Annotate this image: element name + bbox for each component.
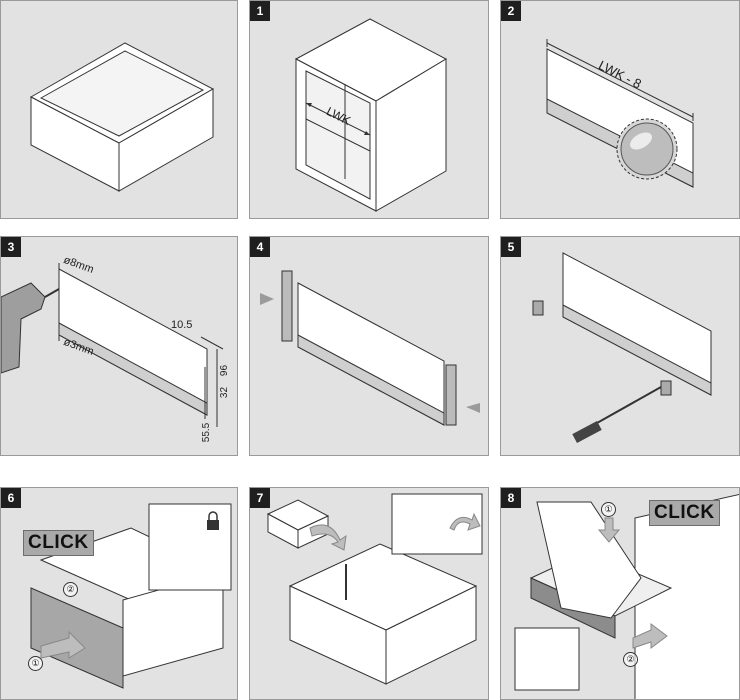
- step-badge: 3: [1, 237, 21, 257]
- step-badge: 2: [501, 1, 521, 21]
- arrow-icon: [597, 517, 668, 649]
- step-0-panel: [0, 0, 238, 219]
- dimension-55-5-label: 55.5: [201, 422, 213, 443]
- rail-cutting-illustration: [546, 39, 694, 188]
- click-label: CLICK: [649, 500, 720, 526]
- saw-blade-icon: [616, 118, 678, 180]
- step-marker-1: ①: [601, 502, 616, 517]
- arrow-icon: [260, 293, 480, 413]
- drilling-illustration: [1, 263, 224, 427]
- step-badge: 4: [250, 237, 270, 257]
- step-badge: 6: [1, 488, 21, 508]
- dimension-10-5-label: 10.5: [171, 319, 193, 331]
- arrow-icon: [309, 512, 481, 551]
- step-marker-2: ②: [63, 582, 78, 597]
- step-badge: 5: [501, 237, 521, 257]
- step-badge: 8: [501, 488, 521, 508]
- step-1-panel: 1 LWK: [249, 0, 489, 219]
- screwdriver-icon: [572, 386, 662, 443]
- step-badge: 7: [250, 488, 270, 508]
- insert-drawer-illustration: [266, 493, 483, 685]
- click-label: CLICK: [23, 530, 94, 556]
- step-7-panel: 7: [249, 487, 489, 700]
- arrow-icon: [40, 630, 86, 659]
- assembled-drawer-illustration: [29, 42, 215, 192]
- mount-drawer-illustration: [514, 493, 739, 699]
- step-3-panel: 3 ø8mm ø3mm 10.5 32 96 55.5: [0, 236, 238, 456]
- drill-icon: [1, 282, 60, 374]
- step-5-panel: 5: [500, 236, 740, 456]
- screwing-illustration: [532, 252, 712, 443]
- dimension-96-label: 96: [219, 364, 231, 377]
- step-8-panel: 8 CLICK ① ②: [500, 487, 740, 700]
- lock-icon: [207, 511, 219, 530]
- step-6-panel: 6 CLICK ① ②: [0, 487, 238, 700]
- cabinet-illustration: [294, 18, 448, 212]
- step-badge: 1: [250, 1, 270, 21]
- dimension-32-label: 32: [219, 386, 231, 399]
- bracket-fitting-illustration: [260, 270, 480, 426]
- step-2-panel: 2 LWK - 8: [500, 0, 740, 219]
- step-4-panel: 4: [249, 236, 489, 456]
- step-marker-2: ②: [623, 652, 638, 667]
- step-marker-1: ①: [28, 656, 43, 671]
